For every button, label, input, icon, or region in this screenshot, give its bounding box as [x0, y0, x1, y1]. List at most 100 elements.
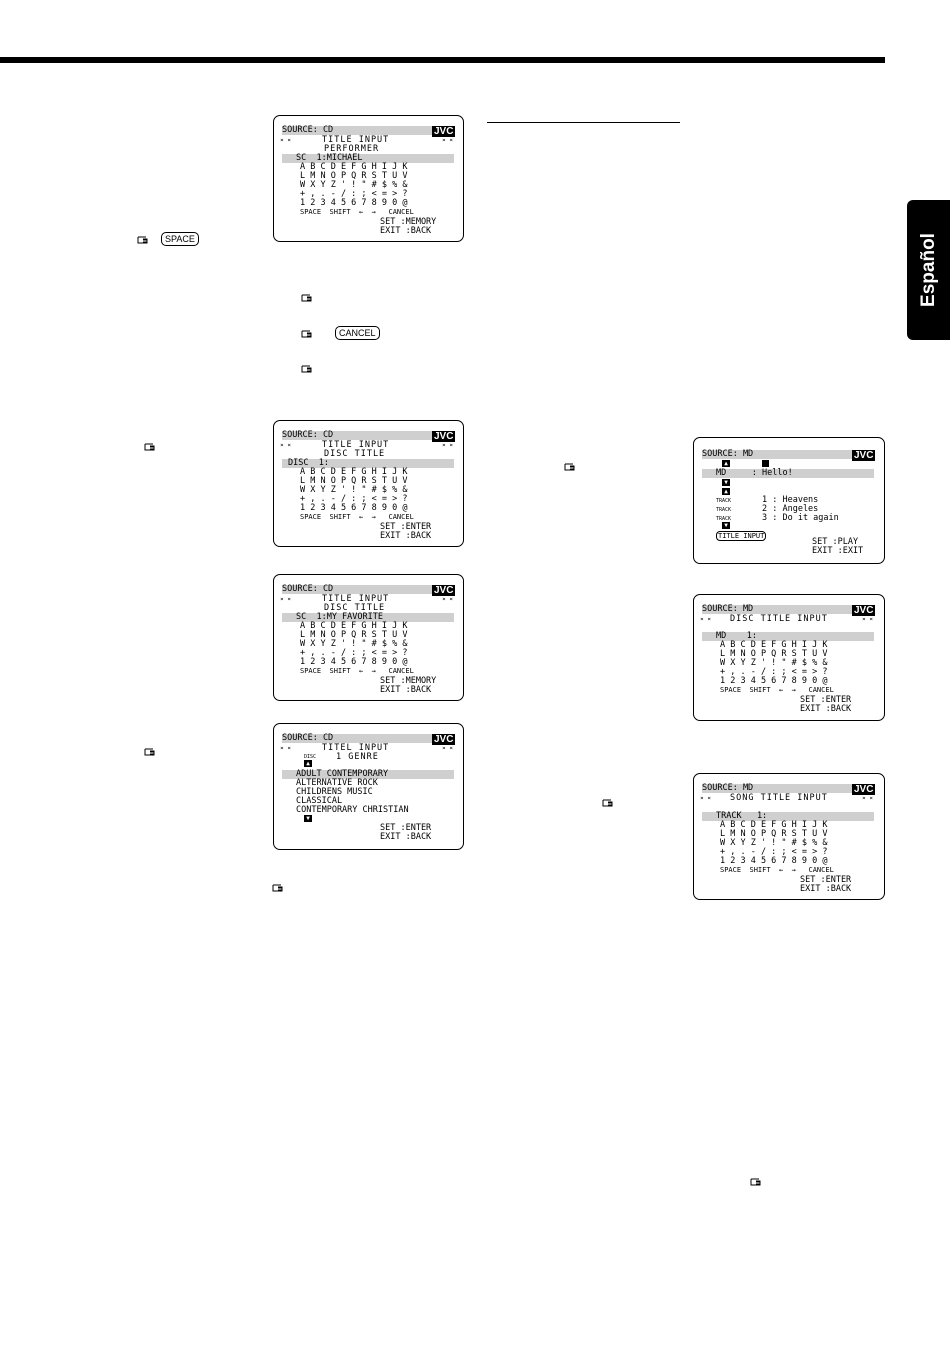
screen-title: TITLE INPUT	[322, 135, 390, 145]
char-row-4: + , . - / : ; < = > ?	[300, 494, 408, 504]
title-input-button: TITLE INPUT	[716, 531, 767, 541]
md-title-field: MD : Hello!	[702, 468, 874, 479]
footer-set: SET :ENTER	[380, 823, 432, 833]
char-row-2: L M N O P Q R S T U V	[720, 649, 828, 659]
stars-right: ¤ ¤	[442, 137, 453, 144]
char-row-3: W X Y Z ' ! " # $ % &	[720, 838, 828, 848]
source-label: SOURCE: MD	[702, 783, 874, 794]
stars-left: ¤ ¤	[700, 795, 711, 802]
char-row-3: W X Y Z ' ! " # $ % &	[720, 658, 828, 668]
source-label: SOURCE: CD	[282, 125, 454, 136]
brand-logo: JVC	[432, 431, 456, 442]
osd-screen-song-title: SOURCE: MD JVC ¤ ¤ ¤ ¤ SONG TITLE INPUT …	[693, 773, 885, 900]
screen-title: SONG TITLE INPUT	[730, 793, 828, 803]
stars-left: ¤ ¤	[700, 616, 711, 623]
char-row-3: W X Y Z ' ! " # $ % &	[300, 639, 408, 649]
char-row-5: 1 2 3 4 5 6 7 8 9 0 @	[300, 657, 408, 667]
cursor-block	[762, 460, 769, 467]
hand-pointer-icon	[602, 799, 613, 807]
key-row: SPACE SHIFT ← → CANCEL	[300, 667, 414, 675]
char-row-2: L M N O P Q R S T U V	[300, 476, 408, 486]
footer-exit: EXIT :BACK	[380, 832, 432, 842]
key-row: SPACE SHIFT ← → CANCEL	[300, 208, 414, 216]
hand-pointer-icon	[144, 748, 155, 756]
hand-pointer-icon	[144, 443, 155, 451]
osd-screen-disc-title: SOURCE: CD JVC ¤ ¤ ¤ ¤ TITLE INPUT DISC …	[273, 420, 464, 547]
stars-right: ¤ ¤	[442, 442, 453, 449]
char-row-4: + , . - / : ; < = > ?	[720, 847, 828, 857]
char-row-4: + , . - / : ; < = > ?	[300, 189, 408, 199]
footer-set: SET :ENTER	[380, 522, 432, 532]
char-row-5: 1 2 3 4 5 6 7 8 9 0 @	[720, 856, 828, 866]
title-field: TRACK 1:	[702, 811, 874, 822]
hand-pointer-icon	[564, 463, 575, 471]
screen-subtitle: PERFORMER	[324, 144, 380, 154]
osd-screen-genre: SOURCE: CD JVC ¤ ¤ ¤ ¤ TITEL INPUT DISC …	[273, 723, 464, 850]
char-row-5: 1 2 3 4 5 6 7 8 9 0 @	[300, 503, 408, 513]
osd-screen-md-disc-title: SOURCE: MD JVC ¤ ¤ ¤ ¤ DISC TITLE INPUT …	[693, 594, 885, 721]
brand-logo: JVC	[432, 585, 456, 596]
brand-logo: JVC	[432, 734, 456, 745]
disc-label: DISC	[304, 754, 317, 760]
track-label: TRACK	[716, 507, 732, 513]
track-label: TRACK	[716, 516, 732, 522]
key-row: SPACE SHIFT ← → CANCEL	[720, 686, 834, 694]
stars-right: ¤ ¤	[442, 596, 453, 603]
up-arrow-icon: ▲	[722, 488, 730, 495]
screen-title: DISC TITLE INPUT	[730, 614, 828, 624]
brand-logo: JVC	[852, 784, 876, 795]
osd-screen-my-favorite: SOURCE: CD JVC ¤ ¤ ¤ ¤ TITLE INPUT DISC …	[273, 574, 464, 701]
brand-logo: JVC	[852, 450, 876, 461]
stars-left: ¤ ¤	[280, 442, 291, 449]
cancel-key-icon: CANCEL	[335, 326, 380, 340]
footer-exit: EXIT :BACK	[800, 884, 852, 894]
track-item: 3 : Do it again	[762, 513, 839, 523]
language-tab: Español	[907, 200, 950, 340]
stars-left: ¤ ¤	[280, 137, 291, 144]
key-row: SPACE SHIFT ← → CANCEL	[720, 866, 834, 874]
screen-title: TITEL INPUT	[322, 743, 390, 753]
down-arrow-icon: ▼	[304, 815, 312, 822]
track-item: 1 : Heavens	[762, 495, 819, 505]
space-key-icon: SPACE	[161, 232, 199, 246]
down-arrow-icon: ▼	[722, 479, 730, 486]
footer-set: SET :ENTER	[800, 695, 852, 705]
osd-screen-md-tracks: SOURCE: MD JVC ▲ MD : Hello! ▼ ▲ TRACK 1…	[693, 437, 885, 564]
stars-right: ¤ ¤	[442, 745, 453, 752]
top-rule	[0, 57, 885, 63]
source-label: SOURCE: MD	[702, 604, 874, 615]
char-row-2: L M N O P Q R S T U V	[720, 829, 828, 839]
footer-exit: EXIT :BACK	[380, 685, 432, 695]
source-label: SOURCE: CD	[282, 430, 454, 441]
char-row-5: 1 2 3 4 5 6 7 8 9 0 @	[300, 198, 408, 208]
char-row-1: A B C D E F G H I J K	[300, 162, 408, 172]
up-arrow-icon: ▲	[722, 460, 730, 467]
char-row-5: 1 2 3 4 5 6 7 8 9 0 @	[720, 676, 828, 686]
char-row-4: + , . - / : ; < = > ?	[300, 648, 408, 658]
brand-logo: JVC	[432, 126, 456, 137]
screen-title: TITLE INPUT	[322, 440, 390, 450]
char-row-1: A B C D E F G H I J K	[720, 640, 828, 650]
footer-exit: EXIT :BACK	[380, 226, 432, 236]
title-field: SC 1:MICHAEL	[282, 153, 454, 164]
title-field: SC 1:MY FAVORITE	[282, 612, 454, 623]
title-field: DISC 1:	[282, 458, 454, 469]
source-label: SOURCE: CD	[282, 733, 454, 744]
hand-pointer-icon	[750, 1178, 761, 1186]
hand-pointer-icon	[301, 365, 312, 373]
genre-item-selected: ADULT CONTEMPORARY	[282, 769, 454, 780]
genre-item: CHILDRENS MUSIC	[296, 787, 373, 797]
char-row-4: + , . - / : ; < = > ?	[720, 667, 828, 677]
stars-right: ¤ ¤	[862, 795, 873, 802]
char-row-3: W X Y Z ' ! " # $ % &	[300, 485, 408, 495]
footer-set: SET :MEMORY	[380, 676, 437, 686]
footer-exit: EXIT :BACK	[380, 531, 432, 541]
screen-subtitle: DISC TITLE	[324, 603, 386, 613]
stars-right: ¤ ¤	[862, 616, 873, 623]
language-tab-label: Español	[917, 233, 939, 307]
screen-subtitle: DISC TITLE	[324, 449, 386, 459]
track-label: TRACK	[716, 498, 732, 504]
hand-pointer-icon	[301, 330, 312, 338]
hand-pointer-icon	[301, 294, 312, 302]
char-row-1: A B C D E F G H I J K	[300, 621, 408, 631]
